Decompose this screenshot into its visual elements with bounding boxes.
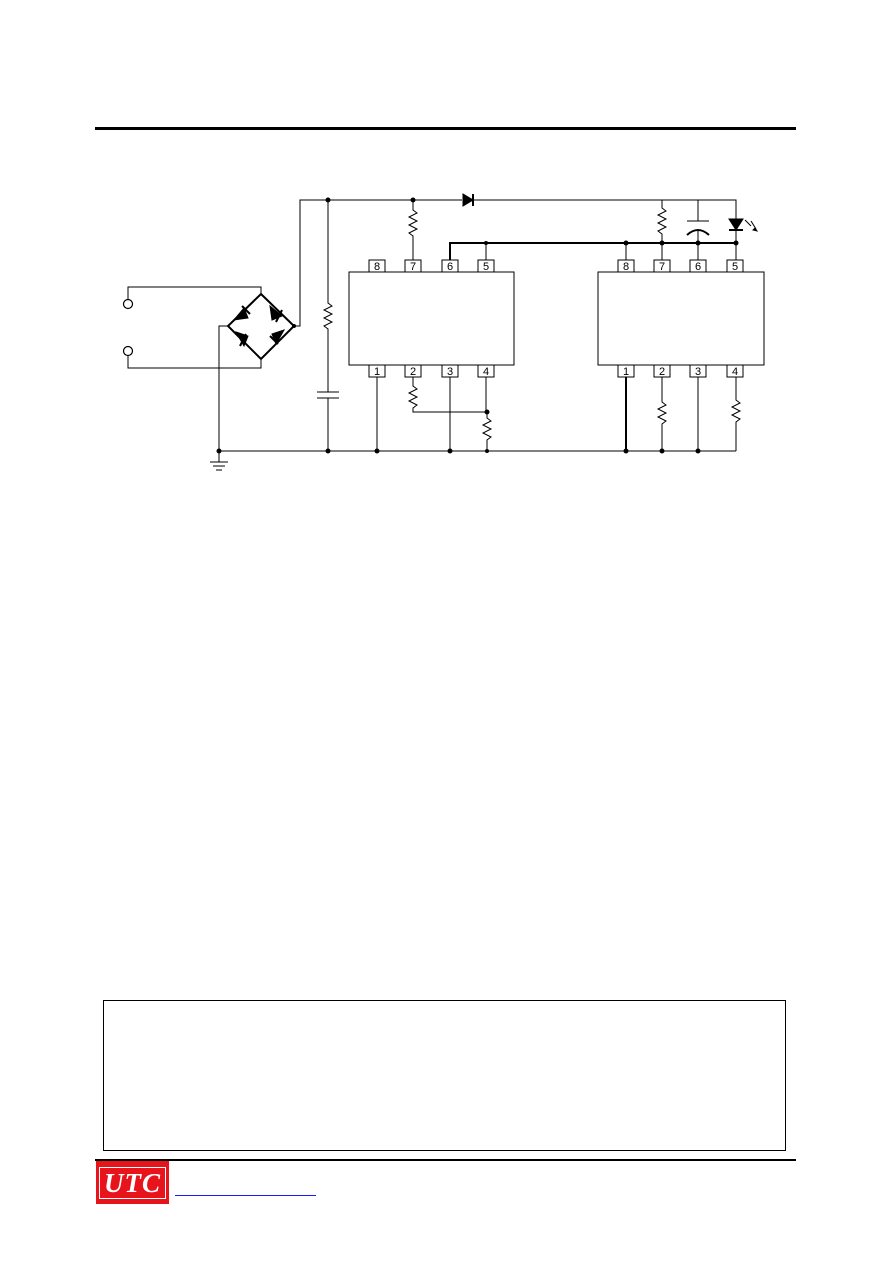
- right-pin2-resistor: [656, 377, 668, 451]
- ic-right-pin-6: 6: [695, 261, 701, 273]
- led-icon: [728, 218, 759, 232]
- ic-right-pin-1: 1: [623, 366, 629, 378]
- footer-rule: [95, 1159, 796, 1161]
- supply-resistor: [322, 200, 334, 392]
- ic-right-pin-7: 7: [659, 261, 665, 273]
- ic-left-pin-2: 2: [410, 366, 416, 378]
- ic-left-pin-3: 3: [447, 366, 453, 378]
- right-pin7-resistor: [656, 200, 668, 260]
- pin2-resistor: [407, 377, 487, 413]
- notice-box: [103, 1000, 786, 1151]
- header-rule: [95, 127, 796, 130]
- ic-left-pin-7: 7: [410, 261, 416, 273]
- pin7-resistor: [407, 200, 419, 260]
- ic-right-wiring: [216, 200, 759, 454]
- input-rc-network: [317, 197, 339, 454]
- right-pin4-resistor: [730, 377, 742, 451]
- ic-left-pin-8: 8: [374, 261, 380, 273]
- ic-right-pin-2: 2: [659, 366, 665, 378]
- ic-left: 8 7 6 5 1 2 3 4: [348, 259, 515, 378]
- series-diode: [462, 193, 737, 220]
- ic-right-pin-4: 4: [732, 366, 738, 378]
- bridge-rectifier: [218, 199, 462, 451]
- ic-left-pin-4: 4: [483, 366, 489, 378]
- ic-left-pin-6: 6: [447, 261, 453, 273]
- ground-icon: [210, 451, 228, 471]
- bridge-diode-1: [232, 307, 249, 321]
- ic-left-wiring: [374, 197, 736, 454]
- ic-left-pin-5: 5: [483, 261, 489, 273]
- logo-text: UTC: [99, 1166, 166, 1199]
- pin4-resistor: [481, 412, 493, 451]
- ic-right-pin-3: 3: [695, 366, 701, 378]
- ac-terminal-top: [122, 298, 134, 310]
- application-circuit-diagram: 8 7 6 5 1 2 3 4 8 7: [122, 193, 765, 471]
- website-link-underline[interactable]: [175, 1195, 316, 1196]
- ic-right-pin-5: 5: [732, 261, 738, 273]
- ac-input-terminals: [122, 286, 262, 369]
- ic-left-pin-1: 1: [374, 366, 380, 378]
- ic-right: 8 7 6 5 1 2 3 4: [597, 259, 765, 378]
- ac-terminal-bottom: [122, 345, 134, 357]
- ic-right-pin-8: 8: [623, 261, 629, 273]
- utc-logo: UTC: [96, 1161, 169, 1204]
